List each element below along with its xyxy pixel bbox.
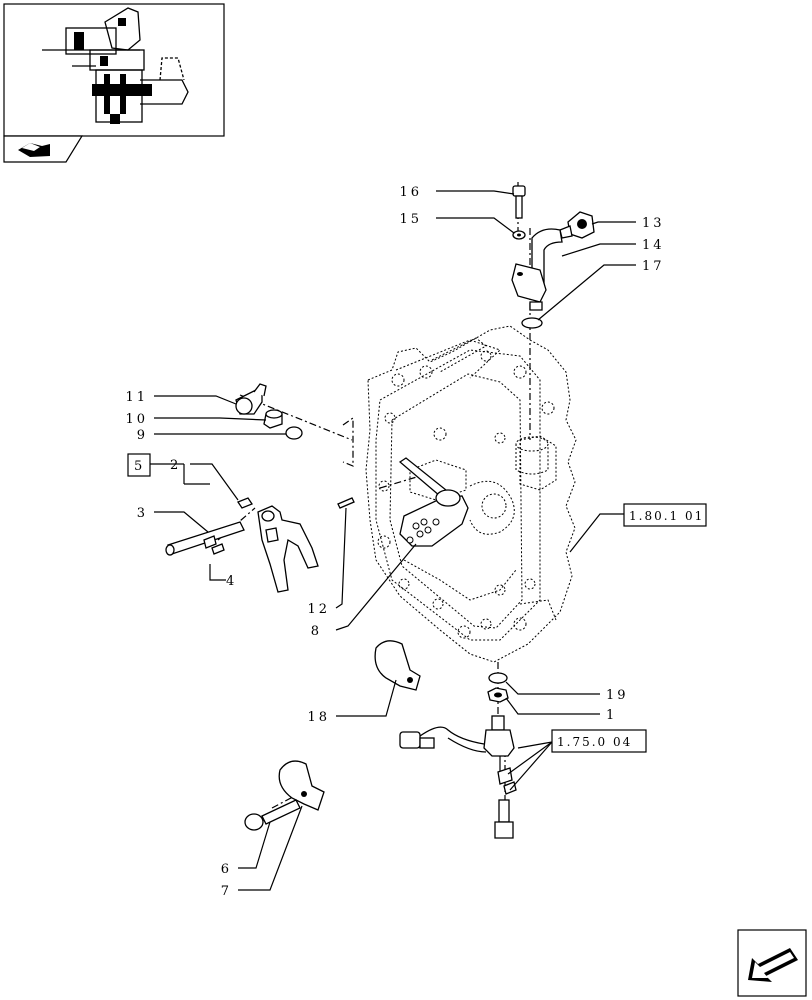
callout-14: 14 [642, 238, 665, 253]
callout-5-box[interactable]: 5 [127, 453, 170, 477]
sensor-bolt[interactable] [494, 799, 514, 839]
part-7-clamp[interactable] [278, 760, 325, 811]
reference-label-1-80: 1.80.1 01 [629, 509, 704, 523]
callout-labels: 16 15 13 14 17 11 10 9 2 3 4 12 8 18 19 … [125, 185, 665, 899]
tractor-section-icon[interactable] [3, 135, 84, 163]
callout-3: 3 [137, 506, 148, 521]
part-16-bolt[interactable] [512, 185, 526, 219]
part-6-bolt[interactable] [244, 799, 301, 831]
part-11-bracket[interactable] [235, 383, 267, 415]
callout-18: 18 [307, 710, 330, 725]
callout-13: 13 [642, 216, 665, 231]
callout-2: 2 [170, 458, 181, 473]
part-15-washer[interactable] [512, 230, 526, 240]
reference-box-1-80[interactable]: 1.80.1 01 [623, 503, 707, 527]
part-9-o-ring[interactable] [285, 426, 303, 440]
callout-8: 8 [311, 624, 322, 639]
part-10-bushing[interactable] [263, 409, 283, 429]
callout-4: 4 [226, 574, 237, 589]
part-13-plug[interactable] [559, 211, 595, 239]
part-18-clamp[interactable] [374, 640, 421, 691]
reference-label-1-75: 1.75.0 04 [557, 735, 632, 749]
part-4-roll-pin[interactable] [211, 543, 225, 555]
part-17-o-ring[interactable] [521, 317, 543, 329]
part-8-lever[interactable] [398, 457, 469, 547]
part-2-pin[interactable] [237, 497, 253, 509]
callout-11: 11 [125, 390, 148, 405]
part-12-dowel[interactable] [337, 497, 355, 509]
callout-6: 6 [221, 862, 232, 877]
callout-9: 9 [137, 428, 148, 443]
reference-box-1-75[interactable]: 1.75.0 04 [551, 729, 647, 753]
part-14-elbow-pipe[interactable] [511, 228, 563, 311]
callout-7: 7 [221, 884, 232, 899]
callout-10: 10 [125, 412, 148, 427]
part-1-nut[interactable] [487, 687, 509, 703]
callout-17: 17 [642, 259, 665, 274]
gearbox-housing [365, 325, 577, 663]
callout-19: 19 [606, 688, 629, 703]
callout-15: 15 [399, 212, 422, 227]
callout-5: 5 [134, 459, 145, 474]
part-3-shaft[interactable] [165, 521, 245, 556]
callout-16: 16 [399, 185, 422, 200]
leader-lines [154, 190, 636, 891]
part-19-washer[interactable] [488, 672, 508, 684]
assembly-thumbnail[interactable] [3, 3, 225, 137]
sensor-harness[interactable] [399, 715, 517, 795]
assembly-axes [217, 182, 531, 830]
callout-12: 12 [307, 602, 330, 617]
callout-1: 1 [606, 708, 617, 723]
next-page-arrow-icon[interactable] [737, 929, 807, 997]
shift-fork[interactable] [257, 505, 319, 593]
